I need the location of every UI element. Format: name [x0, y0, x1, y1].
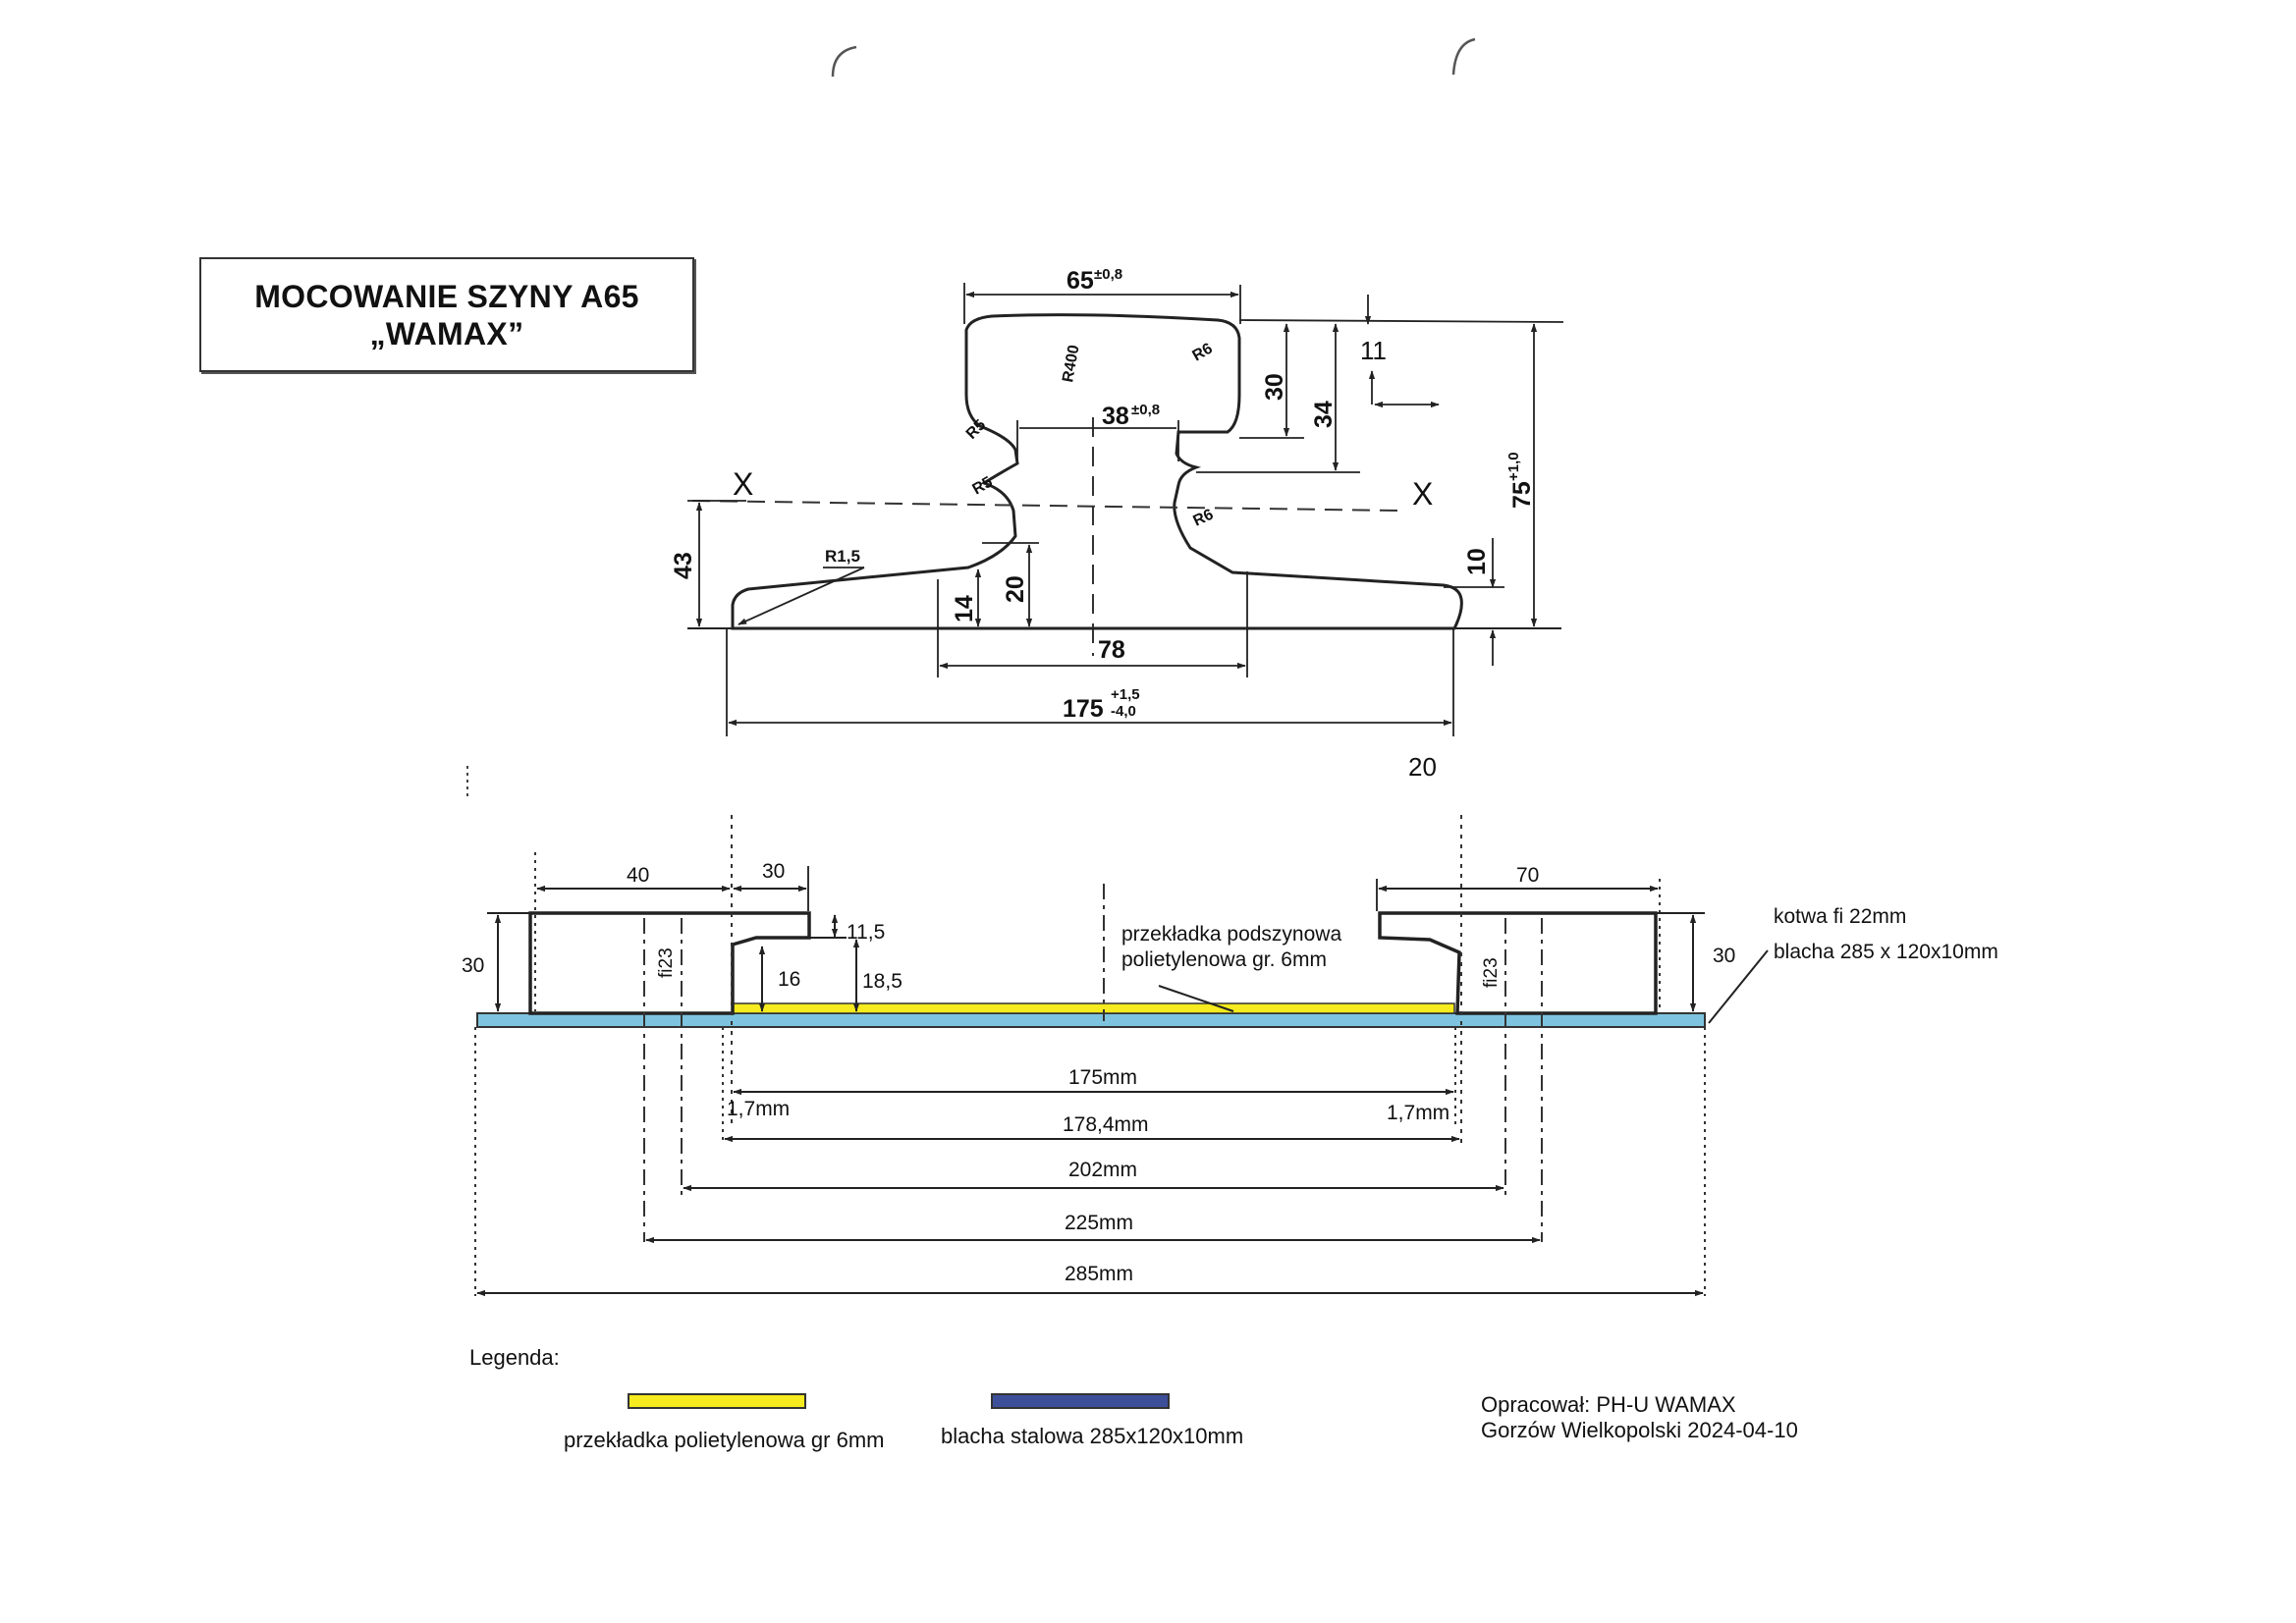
dim-18-5: 18,5 — [862, 970, 902, 993]
dim-14: 14 — [951, 595, 978, 622]
scan-mark-right — [1451, 37, 1476, 76]
scan-mark-left — [831, 45, 857, 78]
anchor-label: kotwa fi 22mm — [1774, 905, 1906, 928]
title-line1: MOCOWANIE SZYNY A65 — [254, 278, 639, 314]
steel-base-plate — [476, 1012, 1706, 1028]
tol-foot-plus: +1,5 — [1111, 686, 1140, 703]
dim-285mm: 285mm — [1065, 1263, 1133, 1285]
dim-40: 40 — [627, 864, 649, 887]
dim-30-top: 30 — [762, 860, 785, 883]
dim-11-5: 11,5 — [847, 921, 885, 944]
dim-202mm: 202mm — [1068, 1159, 1137, 1181]
rail-profile — [731, 313, 1463, 630]
tol-height: +1,0 — [1505, 452, 1522, 481]
plate-label: blacha 285 x 120x10mm — [1774, 941, 1998, 963]
dim-30-left: 30 — [462, 954, 484, 977]
radius-r400: R400 — [1060, 344, 1082, 384]
dim-178-4mm: 178,4mm — [1063, 1113, 1149, 1136]
dim-head-width: 65 — [1066, 267, 1094, 295]
dim-175mm: 175mm — [1068, 1066, 1137, 1089]
leader-pad — [1158, 985, 1234, 1012]
right-clamp — [1378, 911, 1658, 1015]
author-line2: Gorzów Wielkopolski 2024-04-10 — [1481, 1418, 1798, 1442]
dim-30-head: 30 — [1261, 373, 1288, 401]
fastening-labels: 40 30 70 30 30 11,5 16 18,5 fi23 fi23 pr… — [462, 860, 1998, 1285]
hole-left-label: fi23 — [656, 947, 677, 978]
x-axis-label-left: X — [733, 466, 753, 502]
dim-height: 75 — [1508, 481, 1536, 509]
legend-plate-swatch — [991, 1393, 1170, 1409]
radius-r6-web: R6 — [1191, 507, 1217, 530]
rail-pad — [732, 1002, 1455, 1014]
rail-outline — [731, 313, 1463, 630]
dim-34-head: 34 — [1310, 401, 1338, 428]
dim-16: 16 — [778, 968, 800, 991]
author-line1: Opracował: PH-U WAMAX — [1481, 1392, 1736, 1417]
tol-head-width: ±0,8 — [1094, 266, 1122, 283]
pad-label-line2: polietylenowa gr. 6mm — [1121, 948, 1327, 971]
leader-plate — [1708, 949, 1769, 1024]
rail-dimension-labels: 65 ±0,8 38 ±0,8 78 175 +1,5 -4,0 75 +1,0… — [670, 266, 1536, 723]
fastening-extension-lines — [474, 815, 1706, 1296]
x-axis-line — [691, 500, 1400, 512]
title-line2: „WAMAX” — [369, 315, 524, 352]
dim-20-below: 20 — [1408, 752, 1437, 782]
fastening-dimension-lines — [476, 885, 1769, 1297]
dim-11: 11 — [1360, 336, 1387, 365]
dim-225mm: 225mm — [1065, 1212, 1133, 1234]
hole-right-label: fi23 — [1481, 957, 1502, 988]
dim-70: 70 — [1516, 864, 1539, 887]
gap-right: 1,7mm — [1387, 1102, 1449, 1124]
rail-dimensions — [687, 283, 1564, 736]
legend-pad-swatch — [628, 1393, 806, 1409]
dim-20: 20 — [1002, 575, 1029, 603]
dim-foot-width: 175 — [1063, 695, 1104, 723]
x-axis-label-right: X — [1412, 476, 1433, 512]
gap-left: 1,7mm — [727, 1098, 790, 1120]
dim-foot-mid: 78 — [1098, 636, 1125, 664]
title-box: MOCOWANIE SZYNY A65 „WAMAX” — [199, 257, 694, 372]
tol-foot-minus: -4,0 — [1111, 703, 1136, 720]
radius-r6-head: R6 — [1190, 340, 1216, 364]
radius-r5-top: R5 — [963, 416, 990, 443]
legend-pad-label: przekładka polietylenowa gr 6mm — [564, 1428, 885, 1452]
dim-43: 43 — [670, 552, 697, 579]
dim-10: 10 — [1463, 548, 1491, 575]
leader-r1-5 — [738, 567, 865, 625]
dim-web-width: 38 — [1102, 403, 1129, 430]
legend-plate-label: blacha stalowa 285x120x10mm — [941, 1424, 1243, 1448]
pad-label-line1: przekładka podszynowa — [1121, 923, 1341, 946]
dim-30-right: 30 — [1713, 945, 1735, 967]
radius-r1-5: R1,5 — [825, 547, 860, 566]
tol-web-width: ±0,8 — [1131, 402, 1160, 418]
legend-heading: Legenda: — [469, 1345, 560, 1370]
